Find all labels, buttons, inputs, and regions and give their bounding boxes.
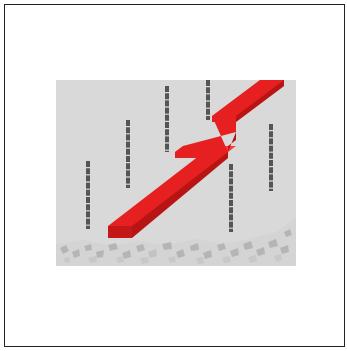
lightning-bolt (108, 80, 284, 238)
background-panel (56, 80, 296, 266)
ground-rubble (56, 218, 296, 266)
rain-streaks (86, 80, 273, 232)
